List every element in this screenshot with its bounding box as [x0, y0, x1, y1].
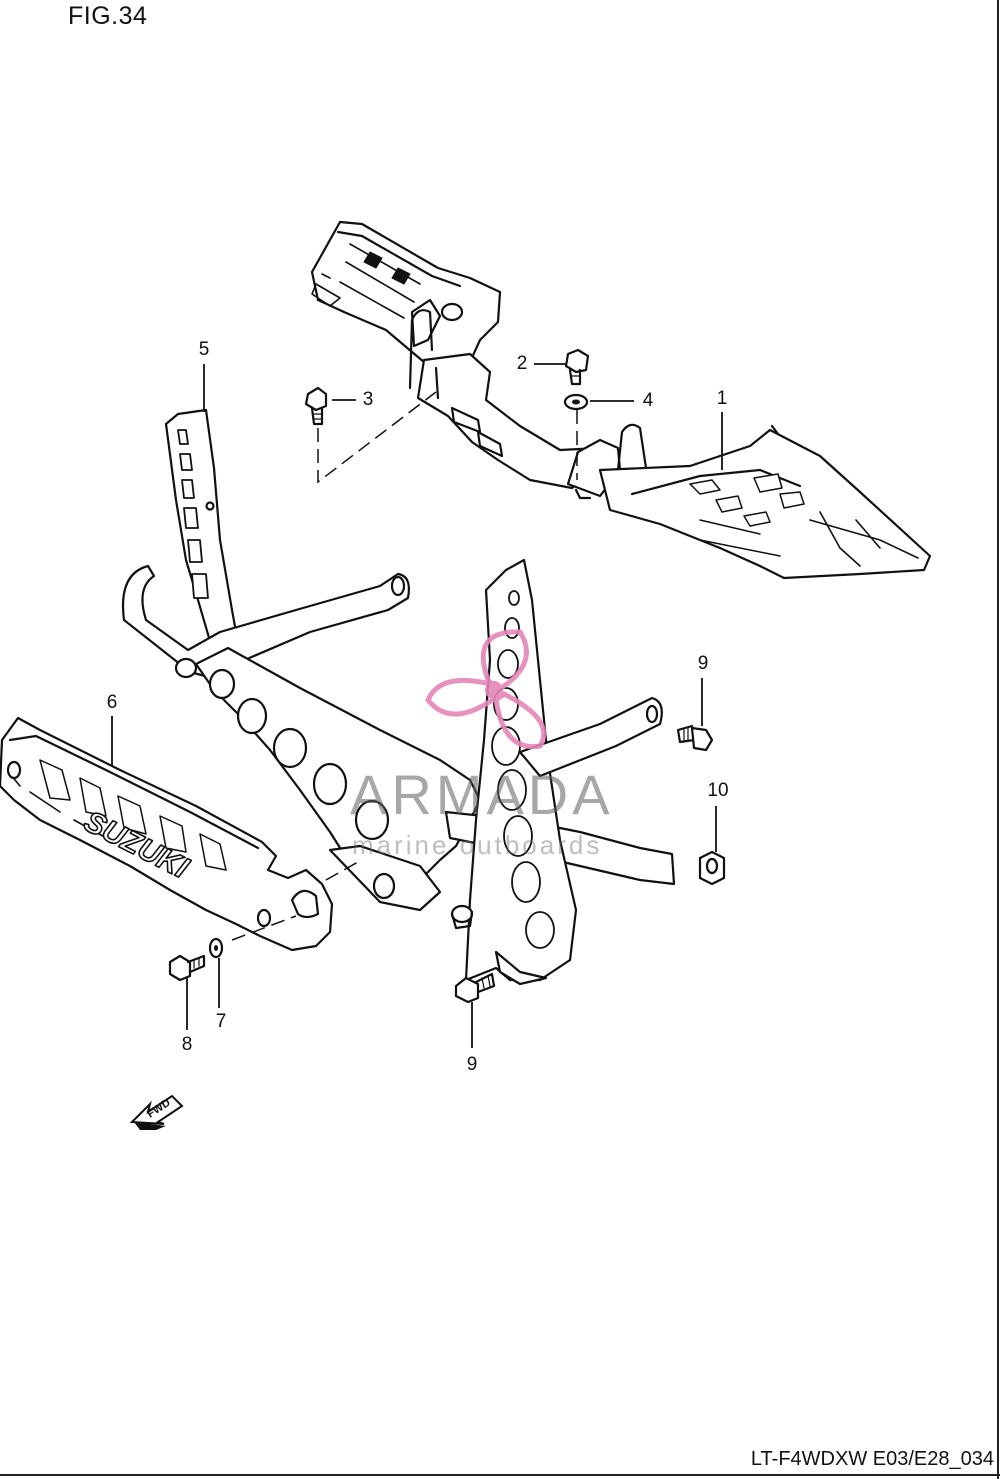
fwd-arrow-icon: FWD	[129, 1094, 184, 1130]
part-1-step-assembly	[310, 220, 932, 580]
watermark-propeller-logo	[425, 629, 547, 750]
drawing-code: LT-F4WDXW E03/E28_034	[750, 1448, 994, 1470]
callout-2: 2	[516, 353, 528, 374]
assembly-dash-lines	[231, 391, 578, 941]
callout-9-lower: 9	[466, 1054, 478, 1075]
callout-8: 8	[181, 1034, 193, 1055]
callout-6: 6	[106, 692, 118, 713]
part-8-bolt	[168, 954, 206, 982]
callout-1: 1	[716, 388, 728, 409]
part-10-clip-nut	[698, 850, 726, 886]
leader-lines	[111, 363, 723, 1048]
part-9-bolt-upper	[676, 724, 714, 752]
callout-9-upper: 9	[697, 653, 709, 674]
callout-7: 7	[215, 1011, 227, 1032]
part-3-bolt	[304, 386, 328, 426]
callout-3: 3	[362, 389, 374, 410]
page-border-bottom	[0, 1474, 1000, 1476]
callout-4: 4	[642, 390, 654, 411]
part-2-bolt	[564, 348, 590, 386]
part-4-washer	[563, 393, 589, 411]
callout-10: 10	[707, 780, 729, 801]
part-7-washer	[208, 937, 224, 959]
page-border-right	[997, 0, 999, 1479]
figure-title: FIG.34	[68, 2, 148, 30]
callout-5: 5	[198, 339, 210, 360]
part-9-bolt-lower	[454, 972, 496, 1004]
